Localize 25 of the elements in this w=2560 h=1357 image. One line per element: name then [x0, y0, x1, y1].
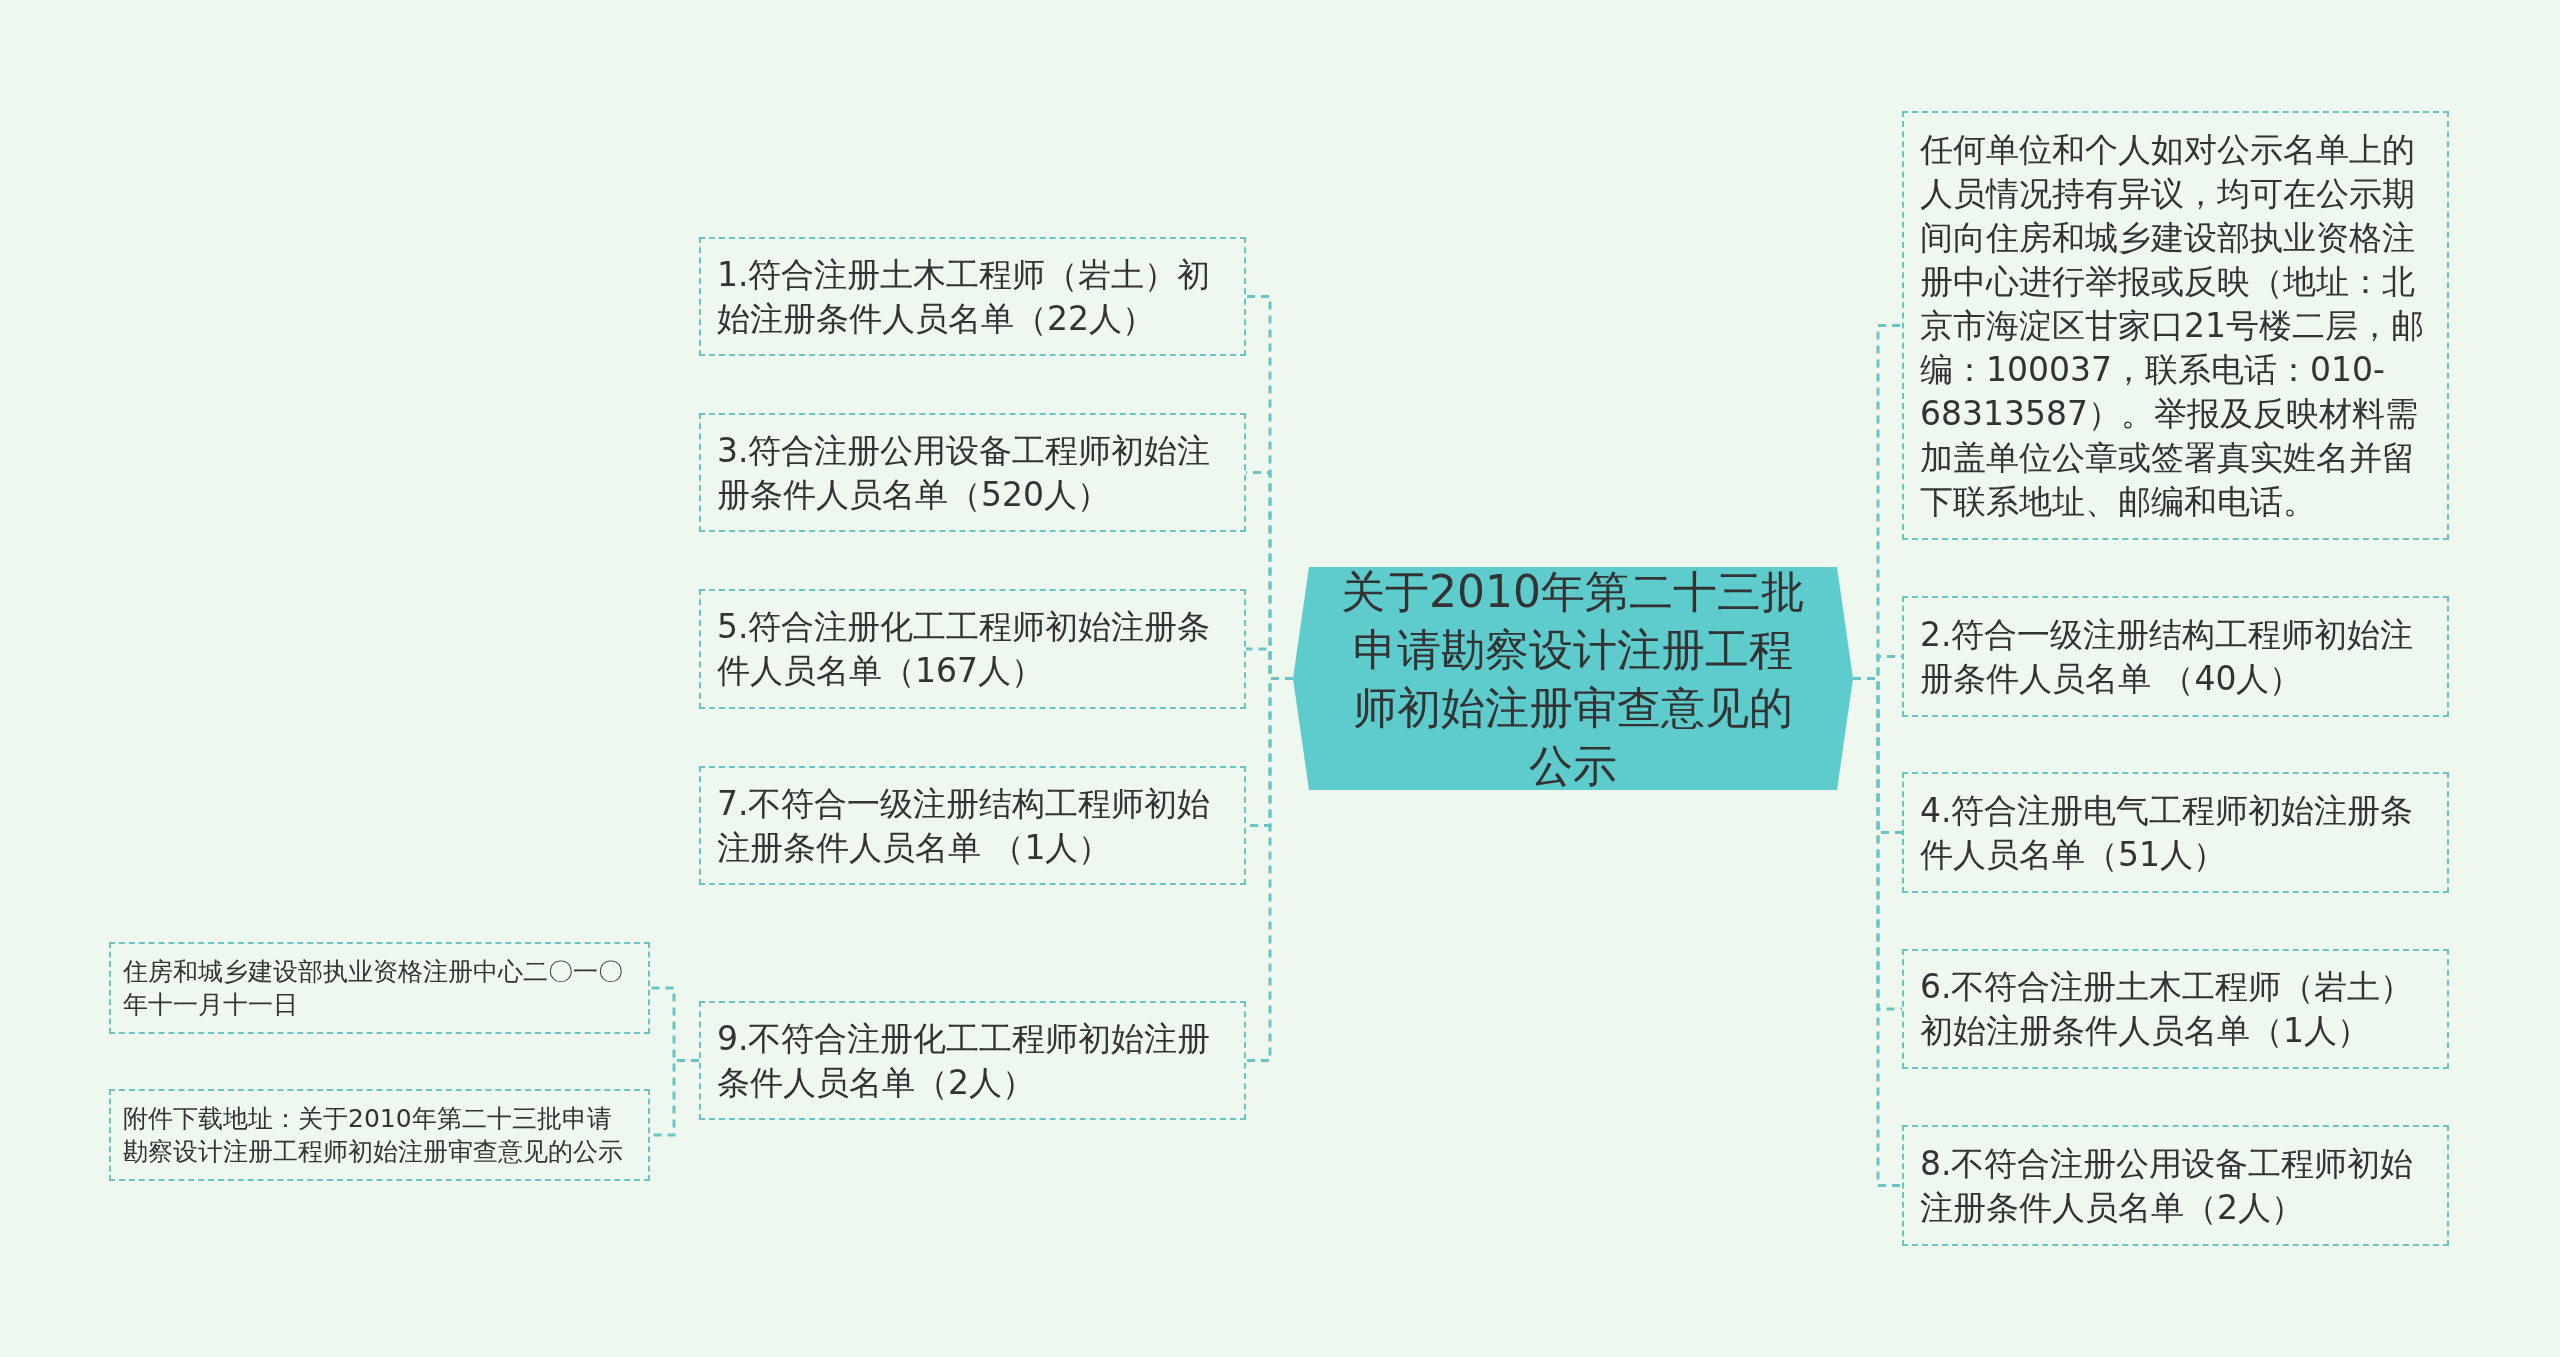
topic-text: 附件下载地址：关于2010年第二十三批申请勘察设计注册工程师初始注册审查意见的公示 — [123, 1103, 624, 1168]
topic-box — [109, 1089, 650, 1181]
topic-text: 6.不符合注册土木工程师（岩土）初始注册条件人员名单（1人） — [1920, 966, 2415, 1052]
topic-text: 5.符合注册化工工程师初始注册条件人员名单（167人） — [717, 606, 1212, 692]
topic-text: 9.不符合注册化工工程师初始注册条件人员名单（2人） — [717, 1017, 1212, 1104]
topic-text: 任何单位和个人如对公示名单上的人员情况持有异议，均可在公示期间向住房和城乡建设部执业资格注册中心进行举报或反映（地址：北京市海淀区甘家口21号楼二层，邮编：100037，联系电话：010-68313587）。举报及反映材料需加盖单位公章或签署真实姓名并留下联系地址、邮编和电话。 — [1920, 128, 2425, 523]
topic-text: 7.不符合一级注册结构工程师初始注册条件人员名单 （1人） — [717, 782, 1212, 869]
topic-box — [699, 589, 1246, 709]
topic-box — [1902, 596, 2449, 717]
topic-box — [699, 413, 1246, 532]
topic-box — [1902, 1125, 2449, 1246]
topic-box — [1902, 949, 2449, 1069]
topic-box — [699, 766, 1246, 885]
topic-box — [109, 942, 650, 1034]
topic-text: 8.不符合注册公用设备工程师初始注册条件人员名单（2人） — [1920, 1142, 2415, 1229]
connector-line — [1246, 677, 1293, 1062]
topic-text: 3.符合注册公用设备工程师初始注册条件人员名单（520人） — [717, 429, 1212, 516]
topic-text: 住房和城乡建设部执业资格注册中心二〇一〇年十一月十一日 — [123, 956, 624, 1021]
topic-text: 关于2010年第二十三批申请勘察设计注册工程师初始注册审查意见的公示 — [1340, 564, 1806, 793]
topic-box — [1902, 772, 2449, 893]
topic-box — [699, 1001, 1246, 1120]
topic-box — [699, 237, 1246, 356]
topic-text: 2.符合一级注册结构工程师初始注册条件人员名单 （40人） — [1920, 613, 2415, 700]
topic-text: 1.符合注册土木工程师（岩土）初始注册条件人员名单（22人） — [717, 253, 1212, 340]
topic-text: 4.符合注册电气工程师初始注册条件人员名单（51人） — [1920, 789, 2415, 876]
